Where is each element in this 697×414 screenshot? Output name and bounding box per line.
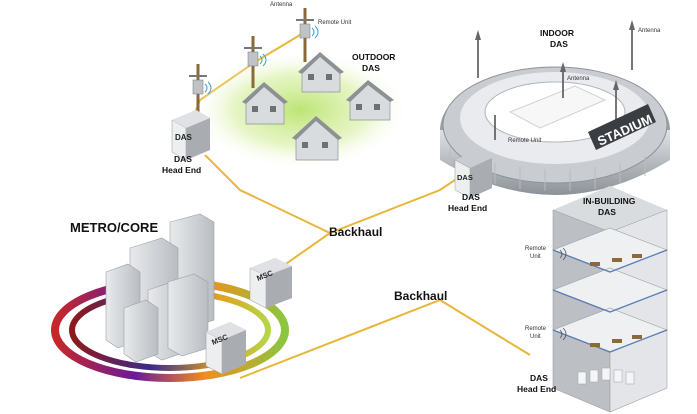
office-desks [590, 254, 642, 347]
floor-plate [552, 227, 668, 353]
das-head-end-label-stadium: DAS Head End [448, 192, 487, 213]
in-building-das-title: IN-BUILDING DAS [583, 196, 638, 217]
headend-left-to-backhaul [204, 154, 471, 235]
remote-unit-label-bldg-upper: Remote Unit [525, 246, 548, 260]
coverage-glow [190, 50, 410, 170]
radio-waves-icon [204, 25, 319, 95]
das-head-end-box: DAS [171, 110, 210, 161]
msc-box-upper: MSC [249, 258, 292, 309]
outdoor-das-title: OUTDOOR DAS [352, 52, 398, 73]
msc-box-lower: MSC [205, 322, 246, 375]
house [292, 116, 342, 161]
das-head-end-box: DAS [454, 150, 492, 199]
remote-unit-label-stadium: Remote Unit [508, 138, 542, 144]
indoor-das-stadium: STADIUM DAS INDOOR DAS Antenna Antenna R… [440, 20, 670, 213]
antenna-label-top: Antenna [270, 2, 293, 8]
city-buildings [105, 213, 215, 363]
remote-unit-label-bldg-lower: Remote Unit [525, 326, 548, 340]
utility-pole [296, 8, 314, 62]
in-building-das-group: IN-BUILDING DAS Remote Unit Remote Unit … [517, 186, 668, 413]
das-box-label: DAS [175, 133, 193, 142]
das-head-end-label-bldg: DAS Head End [517, 373, 556, 394]
antenna-label-stadium-inner: Antenna [567, 76, 590, 82]
floor-plate-edge [552, 249, 668, 353]
backhaul-label-lower: Backhaul [394, 289, 447, 303]
house [298, 52, 344, 93]
backhaul-lower-line [239, 298, 531, 379]
das-head-end-label-left: DAS Head End [162, 154, 201, 175]
radio-waves-icon [559, 247, 567, 341]
antenna-label-stadium-right: Antenna [638, 28, 661, 34]
backhaul-to-msc-upper [279, 232, 331, 269]
backhaul-label-upper: Backhaul [329, 225, 382, 239]
house [346, 80, 394, 121]
metro-core-group: MSC MSC METRO/CORE [51, 213, 292, 382]
antenna-icon [477, 28, 633, 140]
utility-pole [244, 36, 262, 88]
utility-pole [189, 64, 207, 115]
server-racks [577, 367, 635, 385]
house [242, 82, 288, 125]
das-box-label: DAS [457, 173, 473, 182]
indoor-das-title: INDOOR DAS [540, 28, 576, 49]
remote-unit-label-top: Remote Unit [318, 20, 352, 26]
outdoor-das-group: DAS Antenna Remote Unit OUTDOOR DAS DAS … [162, 2, 410, 175]
metro-core-title: METRO/CORE [70, 220, 158, 235]
